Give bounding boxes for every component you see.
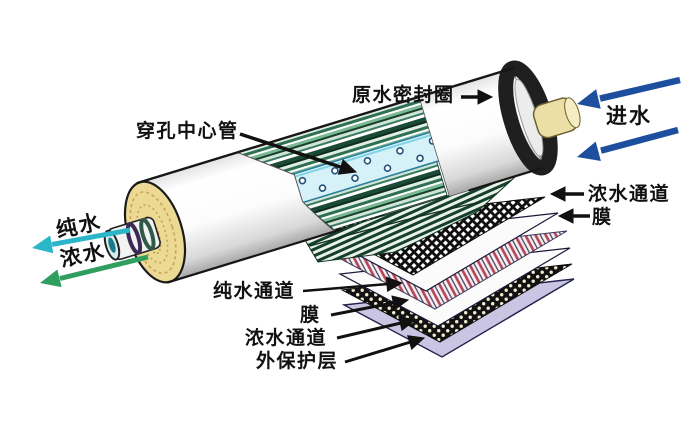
flow-arrows	[32, 76, 681, 288]
label-raw-water-seal-ring: 原水密封圈	[352, 85, 455, 106]
pure-water-channel-pointer	[302, 276, 404, 293]
seal-ring-pointer	[461, 89, 494, 105]
label-perforated-center-tube: 穿孔中心管	[136, 121, 239, 142]
label-pure-water-channel: 纯水通道	[213, 281, 296, 302]
label-feed-water: 进水	[606, 105, 652, 128]
concentrate-channel-bottom-pointer	[336, 315, 417, 340]
membrane-bottom-pointer	[330, 295, 410, 317]
outer-protective-layer-pointer	[344, 335, 426, 364]
shell-left	[139, 151, 336, 283]
label-membrane-bottom: 膜	[300, 305, 321, 326]
center-tube-pointer	[239, 132, 358, 175]
label-arrows	[239, 89, 590, 364]
cylinder-bottom-edge-left	[167, 228, 343, 284]
feed-water-arrow-bottom	[577, 126, 679, 161]
membrane-right-pointer	[557, 208, 590, 224]
cylinder-top-edge	[136, 66, 516, 185]
concentrate-water-arrow	[40, 254, 149, 288]
membrane-cylinder	[103, 60, 581, 284]
permeate-tube-stub	[103, 216, 161, 261]
feed-end-stub	[532, 97, 581, 139]
cylinder-bottom-edge-right	[468, 166, 544, 192]
label-concentrate-channel-bottom: 浓水通道	[245, 328, 328, 349]
concentrate-channel-right-pointer	[549, 186, 584, 202]
label-outer-protective-layer: 外保护层	[256, 351, 339, 372]
label-membrane-right: 膜	[592, 207, 613, 228]
label-concentrate-channel-right: 浓水通道	[588, 184, 671, 205]
pure-water-arrow	[32, 227, 131, 254]
feed-water-arrow-top	[577, 76, 681, 109]
